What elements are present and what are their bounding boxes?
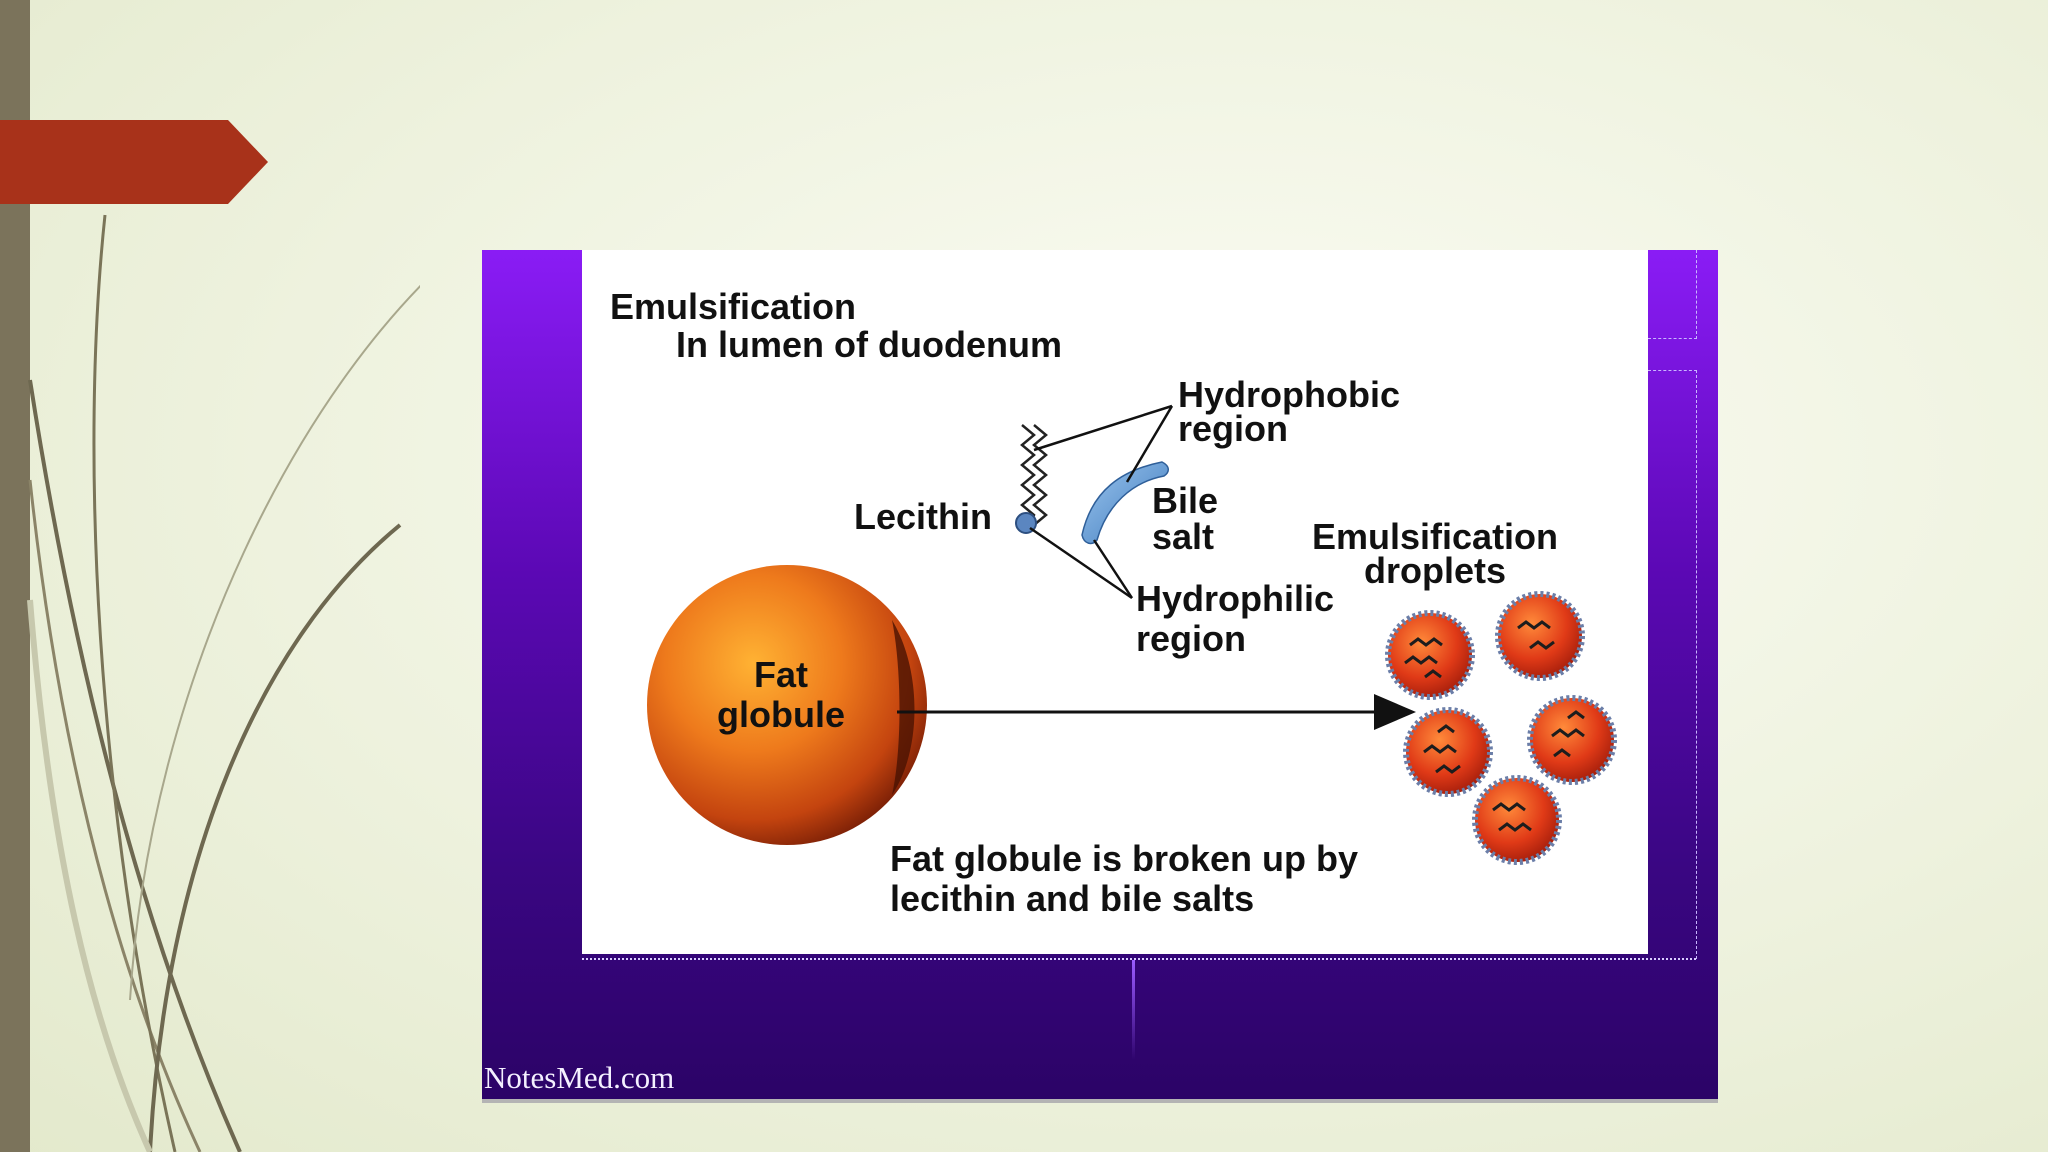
- emulsification-figure: Emulsification In lumen of duodenum Hydr…: [482, 250, 1718, 1103]
- label-hydrophobic-line2: region: [1178, 408, 1289, 449]
- fat-globule: [647, 565, 927, 845]
- figure-bottom-strip: [482, 1099, 1718, 1103]
- decorative-curves: [27, 214, 420, 1152]
- droplets-cluster: [1385, 591, 1617, 865]
- title-tab: [0, 120, 268, 204]
- caption-line1: Fat globule is broken up by: [890, 838, 1359, 879]
- label-emulsification-droplets: Emulsification droplets: [1312, 518, 1558, 590]
- leader-hydrophilic-2: [1092, 539, 1134, 599]
- label-hydrophilic-line1: Hydrophilic: [1136, 578, 1335, 619]
- label-bile-line1: Bile: [1152, 480, 1219, 521]
- fat-globule-shadow: [892, 620, 915, 795]
- center-guide-line: [1132, 960, 1135, 1060]
- leader-hydrophobic-1: [1033, 404, 1173, 452]
- lecithin-tail-1: [1020, 424, 1036, 531]
- figure-title: Emulsification: [610, 286, 857, 327]
- leader-hydrophilic-1: [1029, 526, 1133, 600]
- dashed-frame-bottom: [582, 958, 1696, 960]
- lecithin-tail-2: [1027, 424, 1048, 531]
- label-fat-line1: Fat: [754, 654, 808, 695]
- label-hydrophobic-line1: Hydrophobic: [1178, 374, 1400, 415]
- label-fat-line2: globule: [717, 694, 845, 735]
- label-droplets-line2: droplets: [1364, 550, 1507, 591]
- caption-line2: lecithin and bile salts: [890, 878, 1255, 919]
- label-fat-globule: Fat globule: [717, 656, 845, 734]
- label-hydrophilic-line2: region: [1136, 618, 1247, 659]
- label-bile-salt: Bile salt: [1152, 482, 1218, 556]
- label-hydrophobic: Hydrophobic region: [1178, 376, 1400, 448]
- label-bile-line2: salt: [1152, 516, 1215, 557]
- figure-caption: Fat globule is broken up by lecithin and…: [890, 840, 1358, 918]
- dashed-frame-right: [1648, 370, 1697, 959]
- label-droplets-line1: Emulsification: [1312, 516, 1559, 557]
- leader-hydrophobic-2: [1125, 405, 1174, 483]
- watermark: NotesMed.com: [484, 1060, 675, 1095]
- figure-subtitle: In lumen of duodenum: [676, 324, 1062, 365]
- diagram-art: [647, 404, 1617, 865]
- dashed-frame-top: [1648, 250, 1697, 339]
- label-hydrophilic: Hydrophilic region: [1136, 580, 1334, 658]
- label-lecithin: Lecithin: [854, 496, 993, 537]
